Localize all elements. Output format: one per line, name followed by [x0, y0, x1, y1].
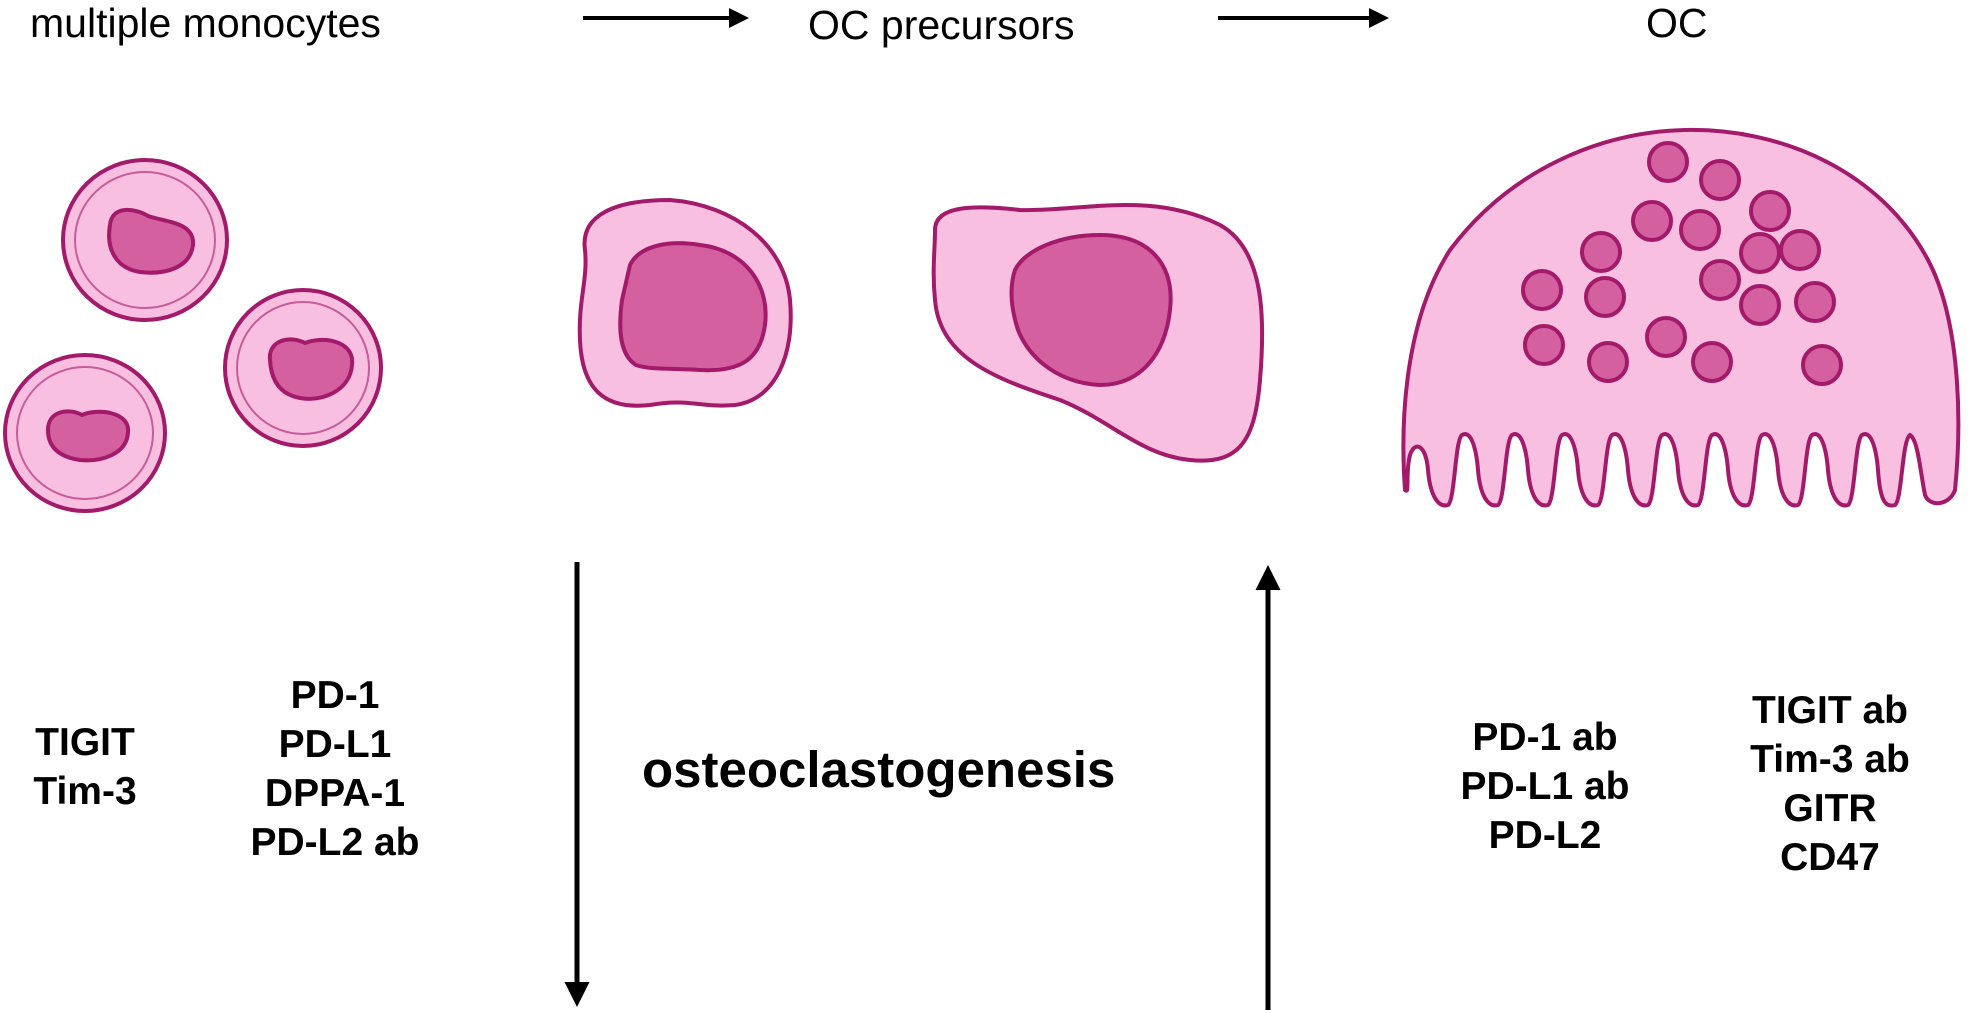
marker-item: PD-L1 ab [1460, 765, 1630, 808]
osteoclast-nuclei [1521, 141, 1843, 386]
marker-list-oc-b: TIGIT ab Tim-3 ab GITR CD47 [1730, 686, 1930, 882]
center-title: osteoclastogenesis [642, 741, 1116, 798]
marker-item: PD-1 [290, 674, 380, 717]
marker-item: GITR [1783, 787, 1877, 830]
marker-item: PD-L2 [1488, 814, 1602, 857]
stage-label-precursors: OC precursors [808, 2, 1075, 48]
marker-item: Tim-3 ab [1750, 738, 1910, 781]
stage-label-monocytes: multiple monocytes [30, 0, 381, 46]
marker-item: PD-L1 [278, 723, 392, 766]
marker-item: PD-1 ab [1472, 716, 1618, 759]
marker-list-oc-a: PD-1 ab PD-L1 ab PD-L2 [1450, 713, 1640, 860]
marker-item: TIGIT [35, 721, 135, 764]
monocyte-cell [223, 288, 383, 448]
osteoclast-cell [1401, 127, 1961, 508]
marker-item: DPPA-1 [264, 772, 406, 815]
stage-label-oc: OC [1646, 0, 1708, 46]
oc-precursor-cell [931, 203, 1265, 463]
marker-item: PD-L2 ab [250, 821, 420, 864]
marker-item: Tim-3 [33, 770, 137, 813]
marker-list-monocyte-b: PD-1 PD-L1 DPPA-1 PD-L2 ab [230, 671, 440, 867]
oc-precursor-cell [577, 197, 793, 408]
marker-list-monocyte-a: TIGIT Tim-3 [30, 718, 140, 816]
marker-item: CD47 [1780, 836, 1880, 879]
marker-item: TIGIT ab [1752, 689, 1908, 732]
monocyte-cell [3, 353, 167, 513]
monocyte-cell [61, 158, 229, 322]
